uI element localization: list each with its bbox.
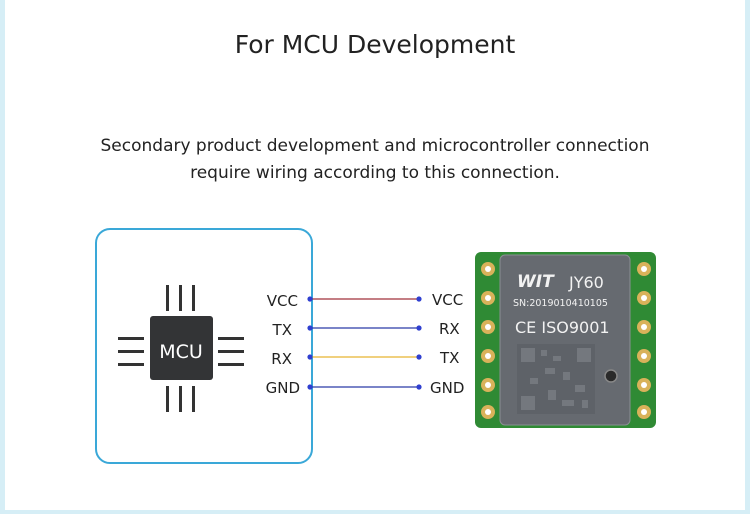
mcu-pin-tx: TX: [272, 321, 292, 339]
mcu-chip-label: MCU: [159, 341, 203, 363]
mcu-pin-rx: RX: [271, 350, 292, 368]
module-brand-logo: WIT: [517, 272, 555, 292]
description-line-1: Secondary product development and microc…: [100, 136, 650, 156]
mcu-chip-icon: MCU: [118, 285, 244, 412]
module-pin-vcc: VCC: [432, 291, 463, 309]
module-model: JY60: [568, 273, 604, 292]
mcu-pin-vcc: VCC: [267, 292, 298, 310]
module-pin-gnd: GND: [430, 379, 464, 397]
module-pin-rx: RX: [439, 320, 460, 338]
module-sensor-dot: [604, 369, 618, 383]
description-line-2: require wiring according to this connect…: [190, 163, 560, 183]
wire-endpoints: [307, 296, 422, 390]
page-description: Secondary product development and microc…: [25, 133, 725, 187]
qr-code-icon: [517, 344, 595, 414]
mcu-pin-gnd: GND: [266, 379, 300, 397]
jy60-module: WIT JY60 SN:2019010410105 CE ISO9001: [475, 252, 656, 428]
module-cert: CE ISO9001: [515, 318, 610, 337]
module-pin-tx: TX: [439, 349, 459, 367]
module-serial: SN:2019010410105: [513, 298, 608, 309]
page-title: For MCU Development: [234, 30, 516, 59]
